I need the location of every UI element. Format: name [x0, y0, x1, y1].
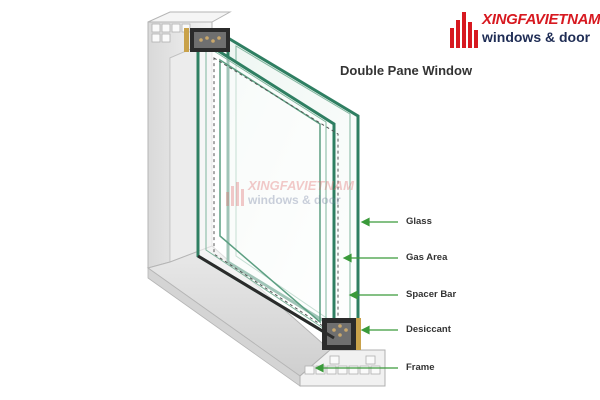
skyline-icon [450, 12, 478, 48]
frame [146, 11, 386, 387]
gas-area-outline [213, 57, 339, 337]
label-spacer-bar: Spacer Bar [406, 289, 457, 300]
label-gas-area: Gas Area [406, 252, 448, 263]
brand-tagline: windows & door [482, 29, 591, 45]
brand-logo: XINGFAVIETNAM windows & door [446, 10, 600, 52]
label-desiccant: Desiccant [406, 324, 451, 335]
brand-name: XINGFAVIETNAM [482, 11, 600, 28]
watermark-name: XINGFAVIETNAM [248, 178, 354, 193]
diagram-title: Double Pane Window [340, 63, 473, 78]
label-glass: Glass [406, 216, 432, 227]
frame-top-profile [151, 23, 191, 43]
label-frame: Frame [406, 362, 435, 373]
watermark-tagline: windows & door [248, 193, 341, 207]
label-pointers [314, 217, 398, 373]
watermark-skyline-icon [226, 182, 244, 206]
sealant [184, 28, 361, 350]
desiccant [199, 36, 348, 337]
spacer-bar [190, 28, 356, 350]
watermark: XINGFAVIETNAM windows & door [220, 178, 370, 214]
